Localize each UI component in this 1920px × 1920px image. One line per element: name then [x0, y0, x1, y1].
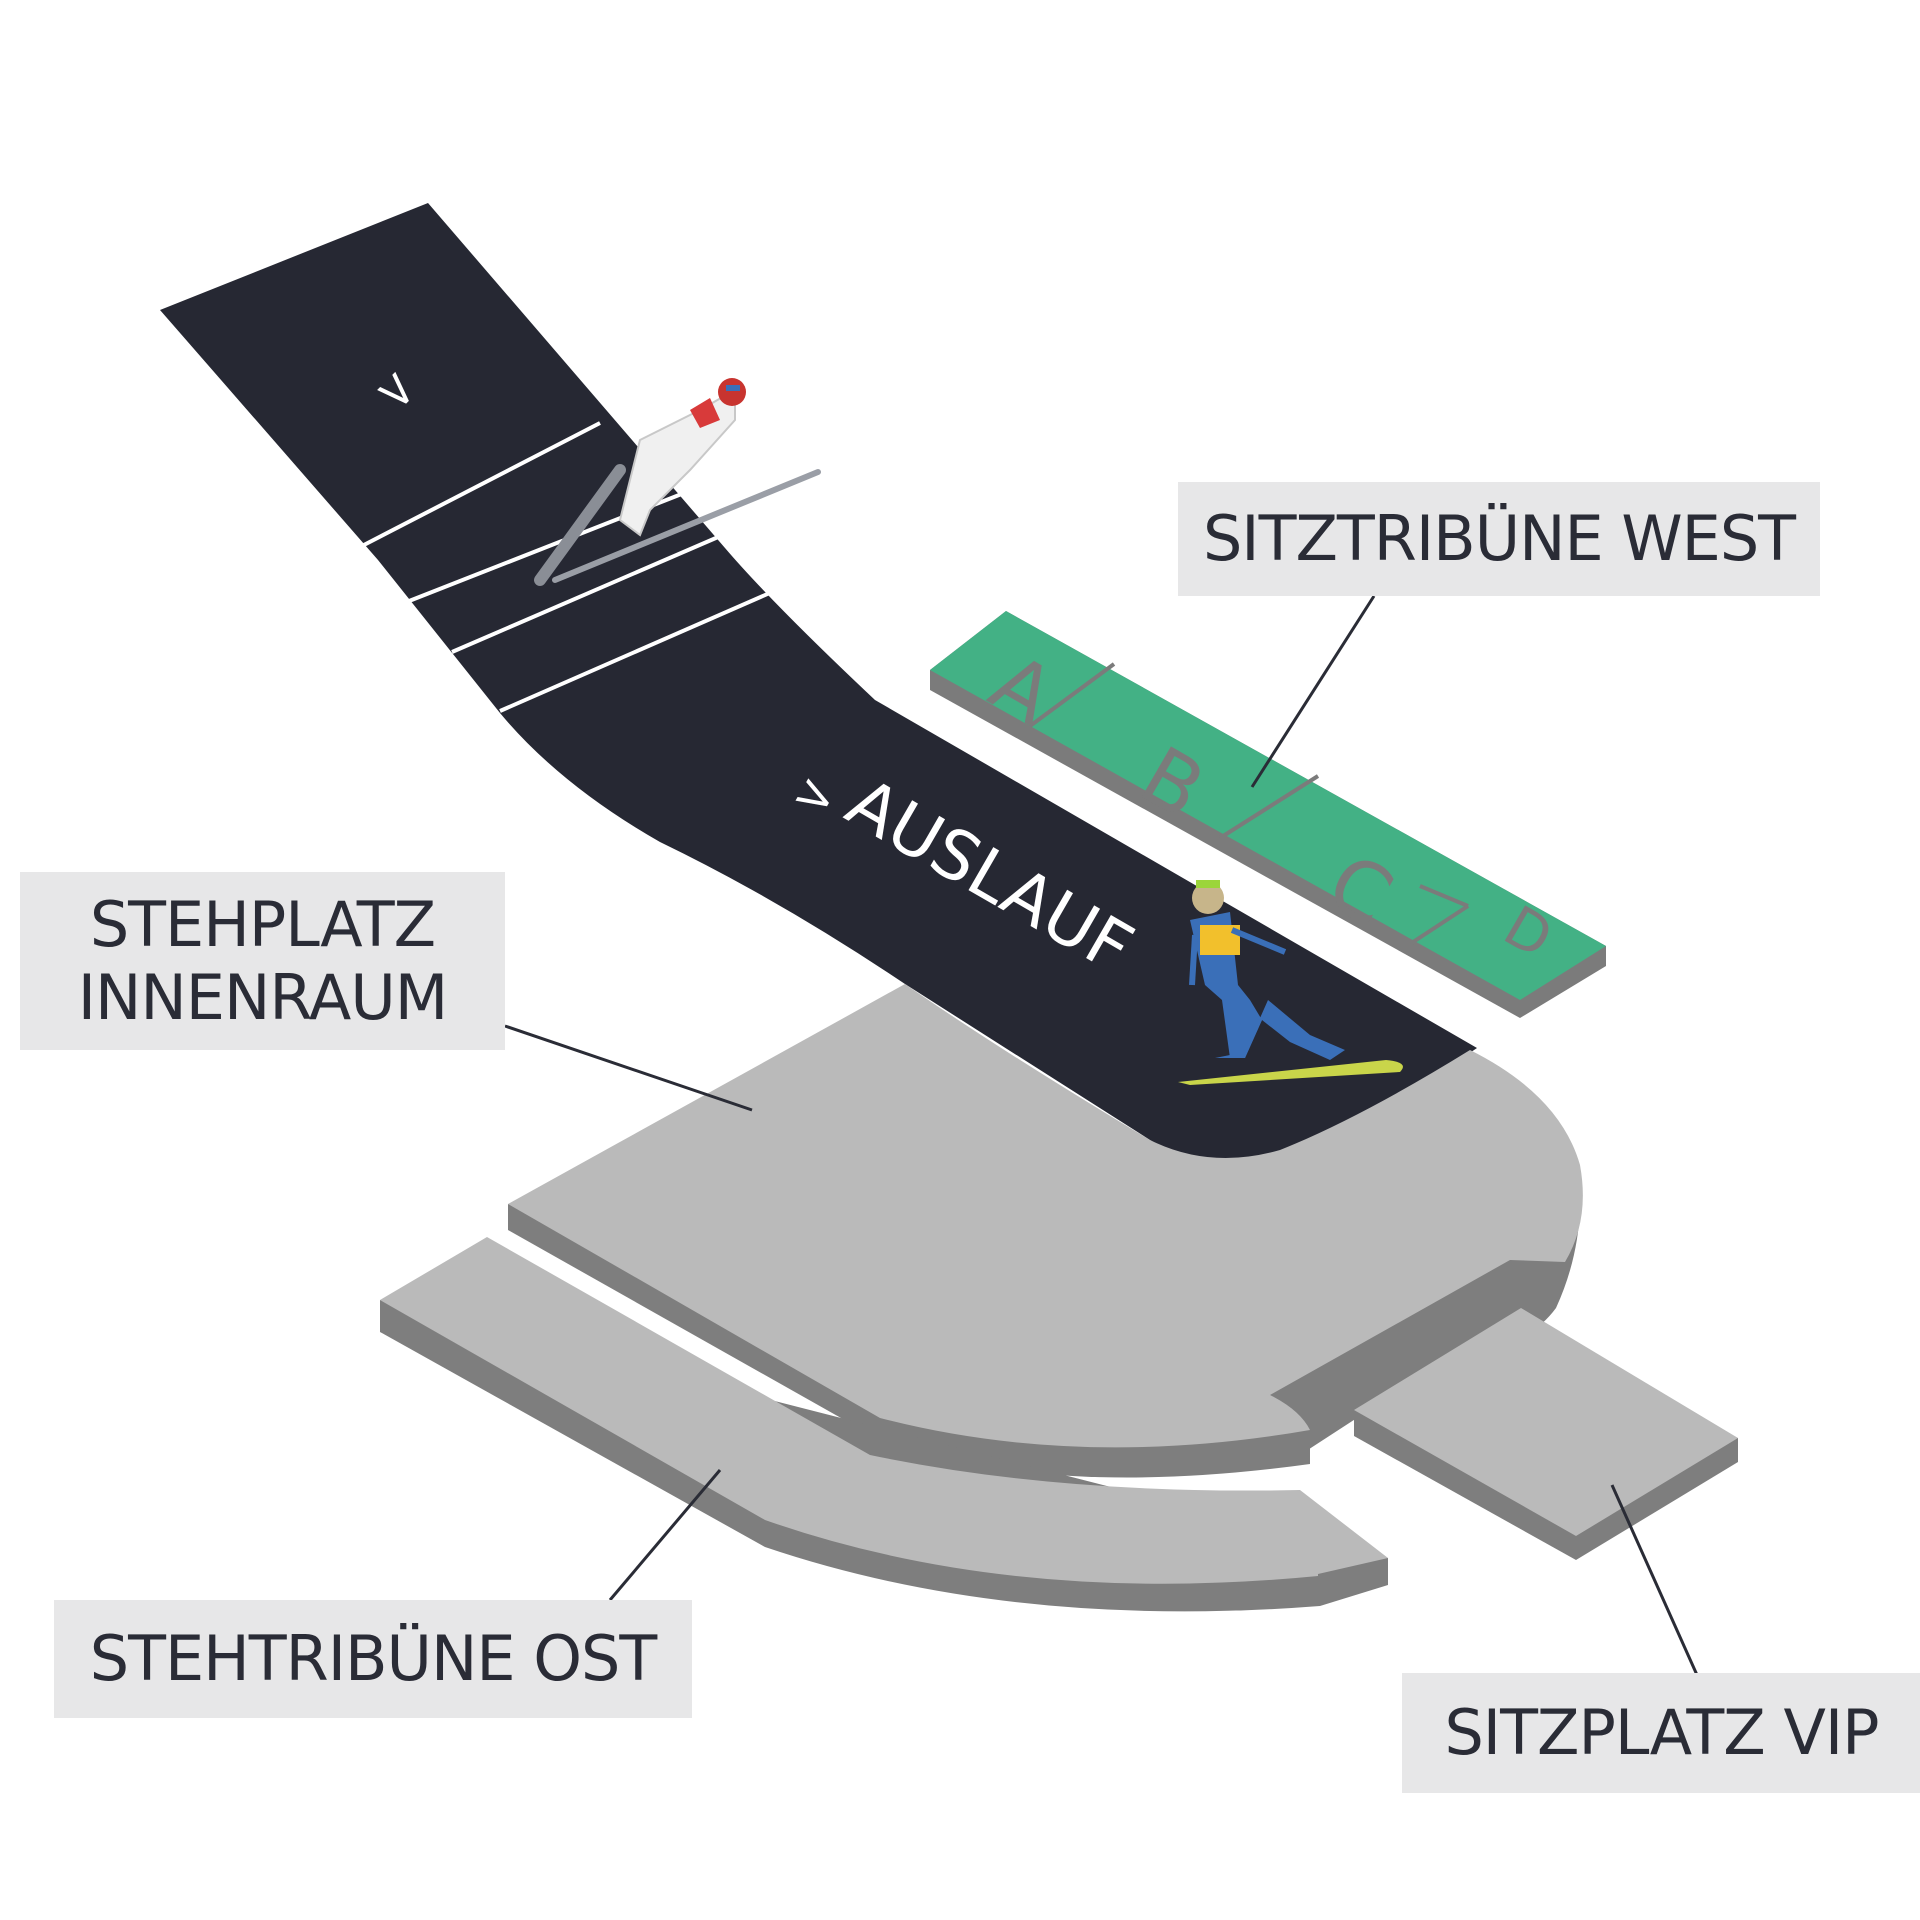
area-innenraum[interactable] [508, 984, 1583, 1478]
ski-jumper-flight-icon [534, 378, 821, 586]
label-sitzplatz-vip-text: SITZPLATZ VIP [1444, 1696, 1879, 1770]
label-sitztribuene-west-text: SITZTRIBÜNE WEST [1202, 502, 1796, 576]
label-sitztribuene-west: SITZTRIBÜNE WEST [1178, 482, 1820, 596]
area-ost[interactable] [380, 1237, 1388, 1612]
ramp-stripes [359, 421, 789, 713]
label-stehtribuene-ost: STEHTRIBÜNE OST [54, 1600, 692, 1718]
ski-jumper-landing-icon [1178, 880, 1403, 1085]
label-innenraum-line1: STEHPLATZ [89, 887, 436, 961]
label-stehplatz-innenraum: STEHPLATZ INNENRAUM [20, 872, 505, 1050]
area-vip[interactable] [1354, 1308, 1738, 1560]
label-sitzplatz-vip: SITZPLATZ VIP [1402, 1673, 1920, 1793]
leader-lines [504, 595, 1699, 1676]
label-stehtribuene-ost-text: STEHTRIBÜNE OST [89, 1622, 657, 1696]
ski-jump-ramp[interactable] [160, 203, 1477, 1163]
label-innenraum-line2: INNENRAUM [77, 961, 448, 1034]
